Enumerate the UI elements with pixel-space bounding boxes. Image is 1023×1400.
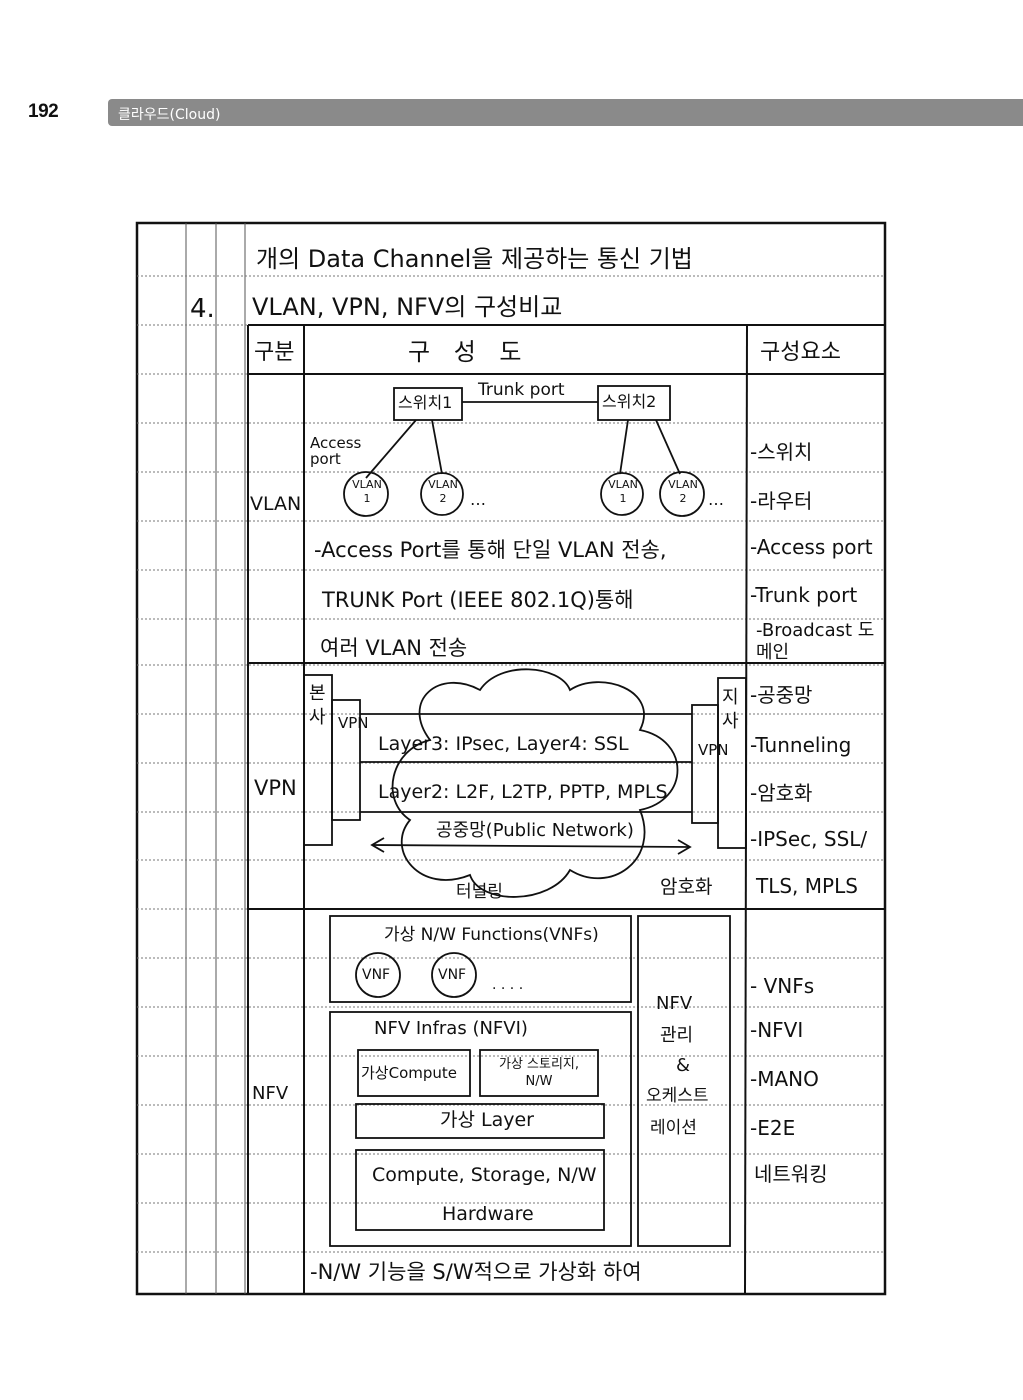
vlan-component-2: -라우터 [750,489,813,513]
nfv-component-1: - VNFs [750,974,815,998]
vlan-desc-1: -Access Port를 통해 단일 VLAN 전송, [314,538,667,562]
header-components: 구성요소 [760,340,841,365]
header-diagram: 구 성 도 [408,338,530,366]
vpn-label: VPN [254,776,297,800]
vpn-encryption: 암호화 [660,876,713,898]
nfv-mano-4: 오케스트 [646,1086,709,1106]
chapter-header-bar [108,99,1023,126]
nfv-desc-1: -N/W 기능을 S/W적으로 가상화 하여 [310,1260,642,1284]
nfv-mano-2: 관리 [660,1025,694,1046]
vlan-desc-3: 여러 VLAN 전송 [320,636,468,660]
vlan-label: VLAN [250,493,302,515]
nfv-mano-3: & [676,1055,691,1076]
vlan-circle-1a: VLAN 1 [352,478,382,505]
nfv-vnf-dots: · · · · [492,981,524,997]
nfv-vnfs-title: 가상 N/W Functions(VNFs) [384,925,599,945]
vpn-component-1: -공중망 [750,683,813,707]
vlan-component-5: -Broadcast 도메인 [756,620,875,663]
vlan-component-4: -Trunk port [750,583,858,607]
nfv-virtual-compute: 가상Compute [361,1064,458,1082]
header-category: 구분 [254,340,295,365]
vlan-trunk-port: Trunk port [478,380,565,400]
vlan-desc-2: TRUNK Port (IEEE 802.1Q)통해 [322,588,634,612]
vlan-component-3: -Access port [750,535,873,559]
vpn-hq: 본사 [309,683,326,728]
nfv-label: NFV [252,1083,289,1104]
intro-line: 개의 Data Channel을 제공하는 통신 기법 [256,245,693,273]
vpn-tunneling: 터널링 [456,882,503,902]
page-number: 192 [28,101,59,122]
nfv-virtual-storage: 가상 스토리지, N/W [498,1057,580,1089]
nfv-mano-5: 레이션 [650,1118,697,1138]
nfv-vnf-2: VNF [438,967,467,983]
nfv-hardware-1: Compute, Storage, N/W [372,1164,597,1186]
vlan-circle-1b: VLAN 1 [608,478,638,505]
vpn-component-3: -암호화 [750,781,813,805]
nfv-vnf-1: VNF [362,967,391,983]
vpn-public-network: 공중망(Public Network) [436,820,634,841]
vlan-circle-2b: VLAN 2 [668,478,698,505]
nfv-virtual-layer: 가상 Layer [440,1109,534,1131]
chapter-title: 클라우드(Cloud) [118,107,221,123]
vlan-component-1: -스위치 [750,440,813,464]
vpn-branch-vpn-box: VPN [698,741,729,759]
vlan-access-port: Access port [310,434,362,468]
vpn-branch: 지사 [722,687,739,732]
vpn-component-2: -Tunneling [750,733,852,757]
nfv-component-2: -NFVI [750,1018,804,1042]
vpn-component-4: -IPSec, SSL/ [750,827,868,851]
nfv-component-5: 네트워킹 [754,1162,828,1186]
vpn-hq-vpn-box: VPN [338,714,369,732]
nfv-nfvi-title: NFV Infras (NFVI) [374,1018,528,1039]
nfv-mano-1: NFV [656,993,693,1014]
vlan-ellipsis-a: … [470,490,486,509]
item-number: 4. [190,294,215,324]
item-title: VLAN, VPN, NFV의 구성비교 [252,293,563,321]
nfv-component-3: -MANO [750,1067,819,1091]
vlan-circle-2a: VLAN 2 [428,478,458,505]
vlan-switch2: 스위치2 [602,392,657,411]
vlan-ellipsis-b: … [708,490,724,509]
vpn-layer3: Layer3: IPsec, Layer4: SSL [378,733,629,755]
vpn-layer2: Layer2: L2F, L2TP, PPTP, MPLS [378,781,668,803]
nfv-component-4: -E2E [750,1116,796,1140]
vlan-switch1: 스위치1 [398,393,453,412]
nfv-hardware-2: Hardware [442,1203,534,1225]
vpn-component-5: TLS, MPLS [756,874,858,898]
